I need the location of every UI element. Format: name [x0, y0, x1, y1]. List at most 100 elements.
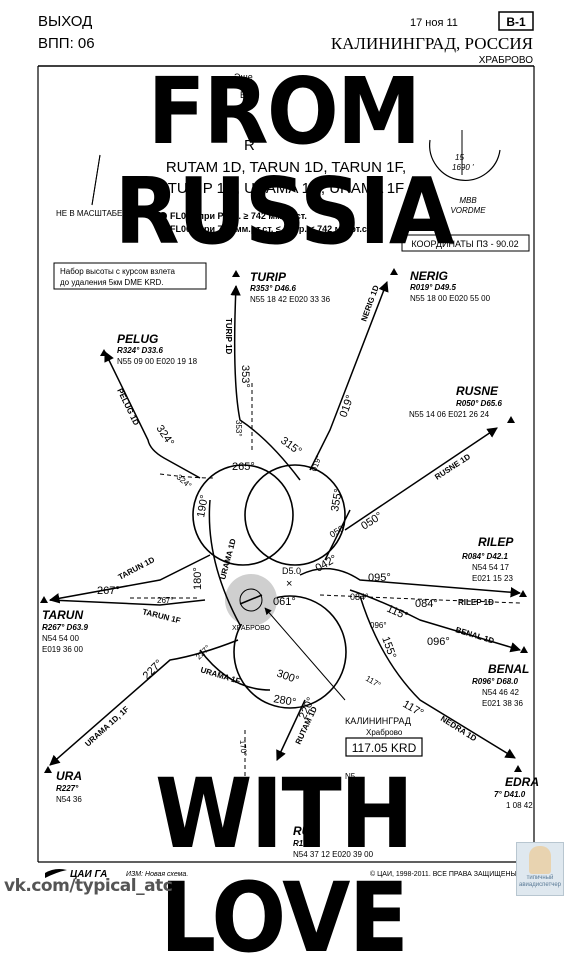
svg-text:15: 15	[455, 153, 464, 162]
svg-text:N54 46 42: N54 46 42	[482, 688, 519, 697]
waypoint-turip: TURIP	[250, 270, 287, 284]
svg-text:R227°: R227°	[56, 784, 79, 793]
waypoint-tarun: TARUN	[42, 608, 83, 622]
climb-note-box	[53, 262, 207, 290]
footer-copyright: © ЦАИ, 1998-2011. ВСЕ ПРАВА ЗАЩИЩЕНЫ	[370, 870, 517, 878]
stamp-line1: типичный	[526, 875, 554, 881]
svg-text:324°: 324°	[175, 473, 193, 491]
svg-text:042°: 042°	[314, 553, 340, 575]
waypoint-rutam: RUT	[293, 824, 319, 838]
svg-text:NEDRA 1D: NEDRA 1D	[439, 714, 478, 743]
coords-box-text: КООРДИНАТЫ ПЗ - 90.02	[411, 239, 518, 249]
svg-text:TARUN 1D: TARUN 1D	[117, 555, 157, 582]
svg-text:061°: 061°	[273, 596, 296, 608]
svg-text:R050° D65.6: R050° D65.6	[456, 399, 502, 408]
partial-text: Выс	[240, 90, 257, 100]
footer-change: ИЗМ: Новая схема.	[126, 871, 188, 878]
procedures-line2: TURIP 1D, URAMA 1D, URAMA 1F	[168, 180, 404, 197]
header-runway: ВПП: 06	[38, 35, 95, 52]
climb-note-1: Набор высоты с курсом взлета	[60, 267, 176, 276]
partial-text: N5	[345, 772, 356, 781]
svg-text:E021 15 23: E021 15 23	[472, 574, 513, 583]
svg-text:353°: 353°	[234, 420, 243, 437]
svg-text:190°: 190°	[195, 494, 211, 519]
waypoint-urama: URA	[56, 769, 82, 783]
d50-label: D5.0	[282, 566, 301, 576]
svg-text:N55 09 00 E020 19 18: N55 09 00 E020 19 18	[117, 357, 198, 366]
holding-circle-bottom	[233, 595, 347, 709]
svg-text:170°: 170°	[238, 739, 248, 756]
svg-text:URAMA 1D: URAMA 1D	[218, 537, 238, 580]
chart-id-box	[498, 11, 534, 31]
svg-text:MBB: MBB	[459, 196, 477, 205]
svg-text:E021 38 36: E021 38 36	[482, 699, 523, 708]
airport-label: ХРАБРОВО	[232, 625, 271, 632]
approach-chart: ВЫХОД ВПП: 06 17 ноя 11 B-1 КАЛИНИНГРАД,…	[37, 11, 539, 880]
svg-text:N54 54 00: N54 54 00	[42, 634, 79, 643]
community-stamp: типичный авиадиспетчер	[516, 842, 564, 896]
svg-text:R170: R170	[293, 839, 313, 848]
navaid-name: КАЛИНИНГРАД	[345, 716, 411, 726]
waypoint-nedra: EDRA	[505, 775, 539, 789]
fl-note-2: FL060 при 715 мм.рт.ст. ≤ Разр. < 742 мм…	[170, 224, 373, 234]
svg-text:019°: 019°	[338, 394, 357, 419]
svg-text:095°: 095°	[368, 572, 391, 584]
svg-text:265°: 265°	[232, 461, 255, 473]
partial-text: N	[244, 115, 255, 132]
holding-circle-left	[192, 464, 294, 566]
routes	[48, 281, 522, 790]
svg-text:1 08 42: 1 08 42	[506, 801, 533, 810]
svg-text:R324° D33.6: R324° D33.6	[117, 346, 163, 355]
svg-text:VORDME: VORDME	[450, 206, 486, 215]
waypoint-benal: BENAL	[488, 662, 529, 676]
svg-text:N54 54 17: N54 54 17	[472, 563, 509, 572]
chart-id: B-1	[506, 15, 526, 29]
waypoint-rusne: RUSNE	[456, 384, 499, 398]
coords-box	[401, 234, 530, 252]
svg-text:×: ×	[286, 578, 292, 590]
svg-text:N55 18 42 E020 33 36: N55 18 42 E020 33 36	[250, 295, 331, 304]
stamp-line2: авиадиспетчер	[519, 882, 561, 888]
waypoint-labels: TURIP R353° D46.6 N55 18 42 E020 33 36 N…	[42, 269, 539, 859]
svg-text:R353° D46.6: R353° D46.6	[250, 284, 296, 293]
svg-text:096°: 096°	[370, 621, 387, 630]
svg-text:280°: 280°	[272, 693, 297, 709]
holding-circle-right	[244, 464, 346, 566]
svg-text:227°: 227°	[141, 658, 166, 683]
svg-text:R096° D68.0: R096° D68.0	[472, 677, 518, 686]
svg-text:050°: 050°	[328, 521, 349, 540]
svg-text:1: 1	[161, 215, 165, 221]
header-exit: ВЫХОД	[38, 13, 92, 30]
meme-bottom-caption: WITH LOVE	[154, 758, 414, 974]
svg-text:R084° D42.1: R084° D42.1	[462, 552, 508, 561]
svg-text:084°: 084°	[415, 598, 438, 610]
svg-text:267°: 267°	[157, 596, 174, 605]
climb-note-2: до удаления 5км DME KRD.	[60, 278, 164, 287]
svg-text:324°: 324°	[154, 423, 177, 449]
svg-text:117°: 117°	[364, 674, 382, 690]
svg-text:PELUG 1D: PELUG 1D	[115, 387, 141, 427]
svg-text:N54 37 12 E020 39 00: N54 37 12 E020 39 00	[293, 850, 374, 859]
svg-text:ЦАИ ГА: ЦАИ ГА	[70, 869, 107, 880]
svg-text:180°: 180°	[192, 567, 204, 590]
not-to-scale: НЕ В МАСШТАБЕ	[56, 209, 122, 218]
svg-text:N54 36: N54 36	[56, 795, 82, 804]
svg-text:URAMA 1F: URAMA 1F	[199, 665, 241, 686]
fl-note-1: FL050 при Разр. ≥ 742 мм.рт.ст.	[170, 211, 307, 221]
svg-text:R267° D63.9: R267° D63.9	[42, 623, 88, 632]
svg-text:RILEP 1D: RILEP 1D	[458, 598, 494, 607]
msa-circle: 15 1690 ' MBB VORDME	[429, 130, 501, 215]
svg-text:267°: 267°	[97, 585, 120, 597]
waypoint-nerig: NERIG	[410, 269, 448, 283]
svg-text:7° D41.0: 7° D41.0	[494, 790, 526, 799]
svg-text:084°: 084°	[350, 592, 369, 602]
watermark: vk.com/typical_atc	[4, 876, 173, 896]
navaid-sub: Храброво	[366, 728, 403, 737]
header-airport: ХРАБРОВО	[479, 55, 533, 66]
svg-text:TARUN 1F: TARUN 1F	[142, 607, 182, 625]
header-city: КАЛИНИНГРАД, РОССИЯ	[331, 34, 533, 53]
svg-text:BENAL 1D: BENAL 1D	[454, 625, 495, 645]
svg-text:E019 36 00: E019 36 00	[42, 645, 83, 654]
navaid-freq: 117.05 KRD	[352, 741, 417, 755]
svg-text:URAMA 1D, 1F: URAMA 1D, 1F	[83, 704, 131, 748]
